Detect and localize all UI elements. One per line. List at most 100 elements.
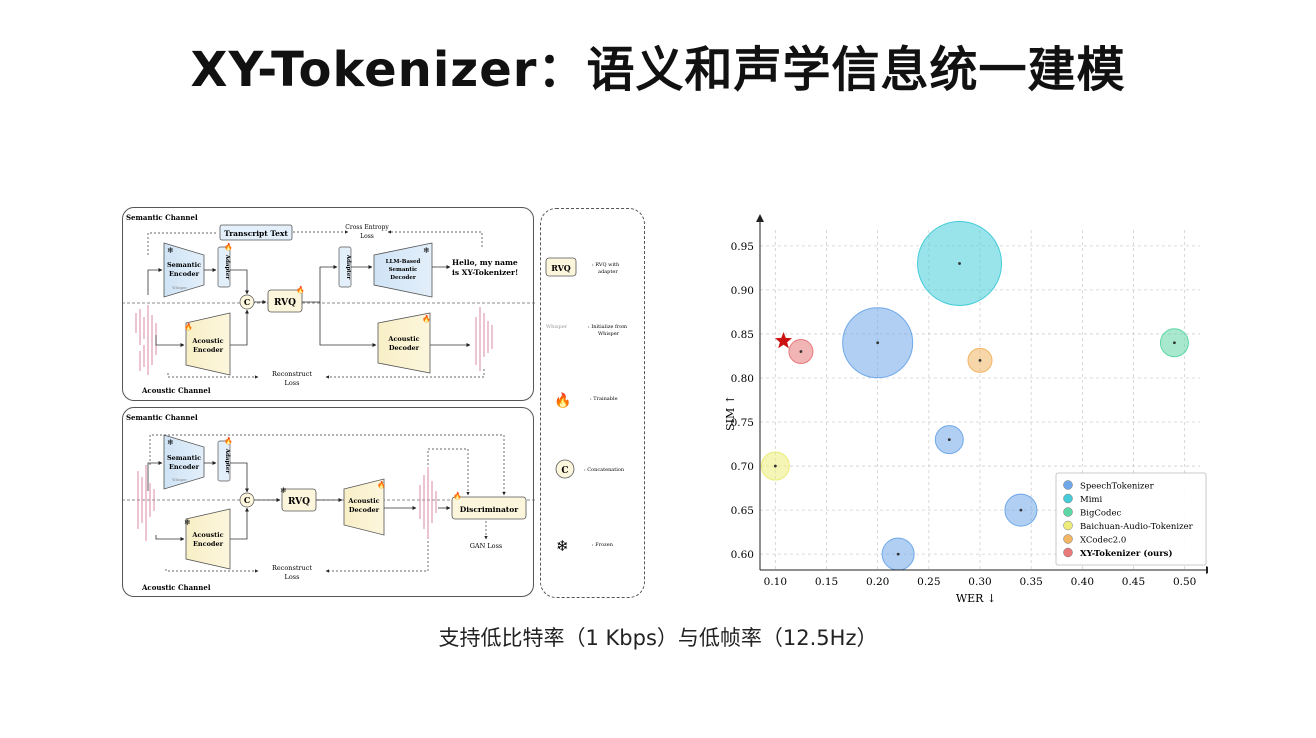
discriminator-label: Discriminator — [460, 505, 520, 514]
semantic-encoder-label-2: Encoder — [169, 463, 200, 471]
acoustic-encoder-label-1: Acoustic — [191, 337, 223, 345]
adapter-label: Adapter — [224, 254, 230, 280]
y-tick-label: 0.60 — [731, 549, 754, 561]
waveform-input-icon — [137, 465, 155, 541]
reconstruct-loss-label: Loss — [285, 379, 300, 387]
y-axis-label: SIM ↑ — [724, 395, 737, 431]
reconstruct-label: Reconstruct — [272, 370, 312, 378]
diagram-top-panel — [122, 207, 534, 401]
bubble-center-dot — [896, 552, 900, 556]
llm-decoder-label-1: LLM-Based — [386, 259, 421, 265]
whisper-logo-icon: Whisper — [172, 478, 187, 482]
slide-title: XY-Tokenizer：语义和声学信息统一建模 — [190, 42, 1126, 98]
semantic-encoder-block — [163, 434, 205, 490]
acoustic-decoder-label-2: Decoder — [389, 344, 420, 352]
legend-swatch — [1063, 493, 1073, 504]
llm-semantic-decoder-block — [373, 242, 433, 298]
semantic-encoder-label-2: Encoder — [169, 270, 200, 278]
acoustic-encoder-label-1: Acoustic — [191, 531, 223, 539]
output-text-2: is XY-Tokenizer! — [452, 268, 518, 277]
adapter-label-right: Adapter — [345, 254, 351, 280]
legend-frozen-desc: : Frozen — [592, 542, 614, 548]
legend-rvq-desc-2: adapter — [598, 269, 618, 275]
legend-rvq-box — [545, 257, 577, 277]
snowflake-icon: ❄ — [167, 246, 174, 255]
x-tick-label: 0.10 — [764, 576, 787, 588]
legend-trainable-desc: : Trainable — [590, 396, 618, 402]
x-tick-label: 0.15 — [815, 576, 838, 588]
legend-panel-content: RVQ : RVQ with adapter Whisper : Initial… — [545, 257, 627, 555]
legend-whisper-icon: Whisper — [546, 324, 568, 330]
cross-entropy-label: Cross Entropy — [345, 224, 389, 231]
y-tick-label: 0.80 — [731, 373, 754, 385]
acoustic-decoder-label-2: Decoder — [349, 506, 380, 514]
waveform-input-icon — [135, 305, 157, 375]
flame-icon: 🔥 — [453, 491, 462, 500]
y-tick-label: 0.95 — [731, 241, 754, 253]
legend-concat-desc: : Concatenation — [584, 467, 625, 473]
flame-icon: 🔥 — [224, 242, 233, 251]
acoustic-decoder-label-1: Acoustic — [347, 497, 379, 505]
flame-icon: 🔥 — [184, 322, 193, 331]
bubble-center-dot — [947, 438, 951, 442]
semantic-encoder-block — [163, 242, 205, 298]
slide-caption: 支持低比特率（1 Kbps）与低帧率（12.5Hz） — [438, 626, 878, 650]
legend-rvq-label: RVQ — [551, 263, 571, 273]
legend-entry: XY-Tokenizer (ours) — [1080, 548, 1172, 559]
transcript-text-label: Transcript Text — [224, 229, 288, 238]
x-tick-label: 0.30 — [968, 576, 991, 588]
semantic-encoder-label-1: Semantic — [167, 454, 201, 462]
output-text-1: Hello, my name — [452, 258, 518, 267]
x-tick-label: 0.50 — [1173, 576, 1196, 588]
x-axis-arrow-icon — [1206, 566, 1208, 574]
adapter-label: Adapter — [224, 448, 230, 474]
semantic-encoder-label-1: Semantic — [167, 261, 201, 269]
llm-decoder-label-3: Decoder — [390, 275, 416, 281]
y-tick-label: 0.65 — [731, 505, 754, 517]
adapter-block — [217, 440, 231, 482]
acoustic-decoder-label-1: Acoustic — [387, 335, 419, 343]
legend-swatch — [1063, 547, 1073, 558]
x-tick-label: 0.20 — [866, 576, 889, 588]
concat-label: C — [244, 297, 250, 307]
legend-whisper-desc-1: : Initialize from — [588, 324, 627, 330]
semantic-channel-label: Semantic Channel — [126, 413, 198, 422]
bubble-center-dot — [773, 464, 777, 468]
snowflake-icon: ❄ — [423, 246, 430, 255]
waveform-generated-icon — [419, 467, 437, 539]
reconstruct-label: Reconstruct — [272, 564, 312, 572]
snowflake-icon: ❄ — [167, 438, 174, 447]
acoustic-encoder-label-2: Encoder — [193, 540, 224, 548]
y-tick-label: 0.70 — [731, 461, 754, 473]
legend-entry: Baichuan-Audio-Tokenizer — [1080, 522, 1194, 532]
semantic-channel-label: Semantic Channel — [126, 213, 198, 222]
legend-swatch — [1063, 520, 1073, 531]
star-marker-icon — [775, 332, 793, 349]
x-tick-label: 0.45 — [1122, 576, 1145, 588]
y-tick-label: 0.85 — [731, 329, 754, 341]
acoustic-encoder-label-2: Encoder — [193, 346, 224, 354]
flame-icon: 🔥 — [377, 480, 386, 489]
legend-entry: XCodec2.0 — [1080, 536, 1126, 546]
legend-panel — [540, 208, 645, 598]
adapter-block — [217, 246, 231, 288]
acoustic-channel-label: Acoustic Channel — [141, 386, 211, 395]
legend-snowflake-icon: ❄ — [556, 537, 569, 555]
bubble-center-dot — [978, 358, 982, 362]
bubble-center-dot — [799, 350, 803, 353]
acoustic-decoder-block — [343, 478, 385, 536]
transcript-text-box — [219, 224, 293, 241]
reconstruct-loss-label: Loss — [285, 573, 300, 581]
legend-entry: SpeechTokenizer — [1080, 482, 1155, 492]
bubble-center-dot — [1019, 508, 1023, 512]
discriminator-block — [451, 496, 527, 520]
snowflake-icon: ❄ — [184, 518, 191, 527]
legend-whisper-desc-2: Whisper — [598, 331, 620, 337]
rvq-label: RVQ — [274, 298, 296, 308]
legend-rvq-desc-1: : RVQ with — [592, 262, 620, 268]
whisper-logo-icon: Whisper — [172, 286, 187, 290]
snowflake-icon: ❄ — [280, 486, 287, 495]
acoustic-encoder-block — [185, 508, 231, 570]
flame-icon: 🔥 — [296, 285, 305, 294]
